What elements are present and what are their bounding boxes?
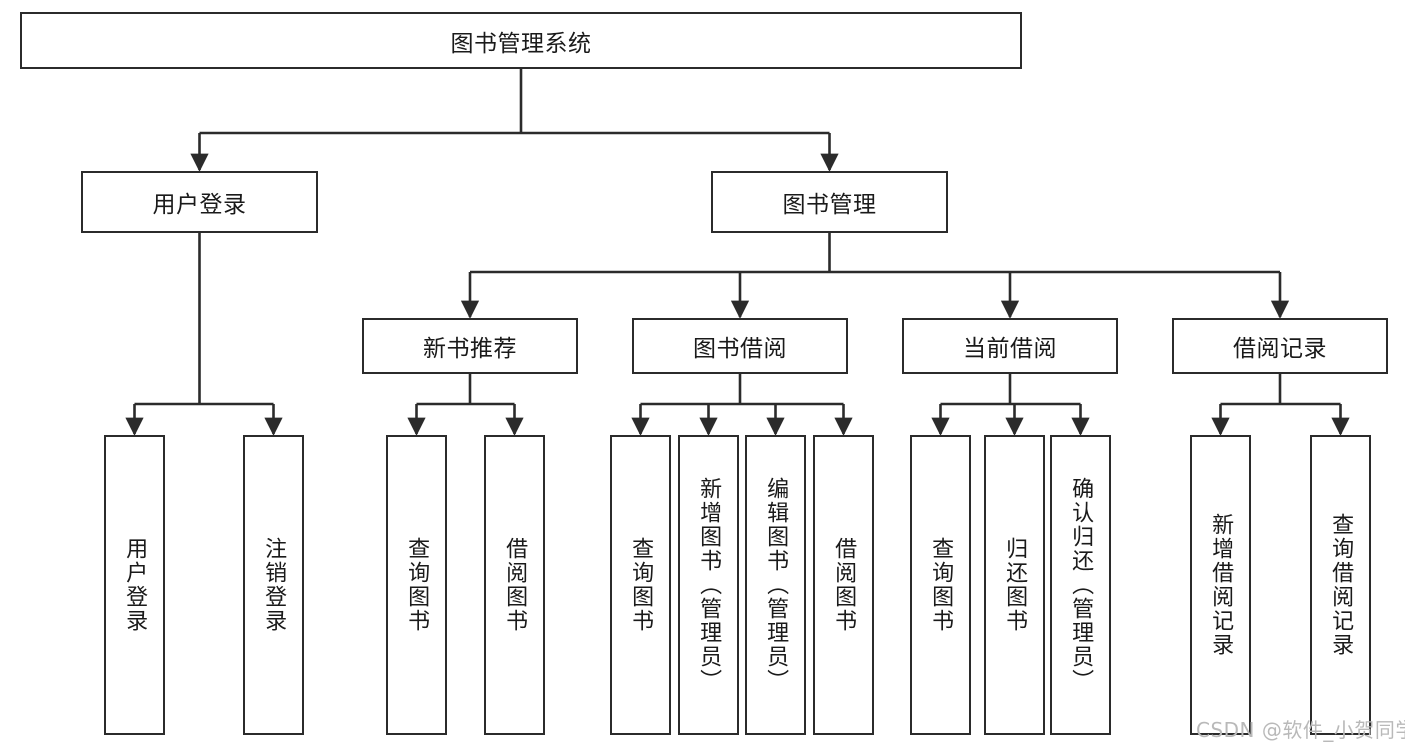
node-level3-0[interactable]: 新书推荐	[362, 318, 578, 374]
node-label: 查询图书	[404, 537, 430, 633]
node-leaf-6[interactable]: 编辑图书（管理员）	[745, 435, 806, 735]
node-label: 新书推荐	[423, 336, 517, 362]
node-label: 查询图书	[628, 537, 654, 633]
node-level3-3[interactable]: 借阅记录	[1172, 318, 1388, 374]
node-label: 用户登录	[122, 537, 148, 633]
node-label: 图书借阅	[693, 336, 787, 362]
node-label: 新增图书（管理员）	[696, 477, 722, 693]
node-label: 查询借阅记录	[1328, 513, 1354, 657]
node-label: 注销登录	[261, 537, 287, 633]
node-leaf-3[interactable]: 借阅图书	[484, 435, 545, 735]
node-level2-0[interactable]: 用户登录	[81, 171, 318, 233]
node-level3-1[interactable]: 图书借阅	[632, 318, 848, 374]
node-leaf-0[interactable]: 用户登录	[104, 435, 165, 735]
node-label: 归还图书	[1002, 537, 1028, 633]
csdn-watermark: CSDN @软件_小贺同学	[1196, 718, 1405, 742]
node-leaf-10[interactable]: 确认归还（管理员）	[1050, 435, 1111, 735]
node-label: 编辑图书（管理员）	[763, 477, 789, 693]
node-leaf-2[interactable]: 查询图书	[386, 435, 447, 735]
node-label: 用户登录	[152, 192, 247, 218]
node-label: 图书管理	[782, 192, 877, 218]
node-label: 新增借阅记录	[1208, 513, 1234, 657]
node-leaf-7[interactable]: 借阅图书	[813, 435, 874, 735]
node-label: 确认归还（管理员）	[1068, 477, 1094, 693]
node-label: 借阅记录	[1233, 336, 1327, 362]
node-leaf-1[interactable]: 注销登录	[243, 435, 304, 735]
node-label: 当前借阅	[963, 336, 1057, 362]
node-leaf-5[interactable]: 新增图书（管理员）	[678, 435, 739, 735]
node-leaf-9[interactable]: 归还图书	[984, 435, 1045, 735]
node-label: 查询图书	[928, 537, 954, 633]
node-level2-1[interactable]: 图书管理	[711, 171, 948, 233]
node-root[interactable]: 图书管理系统	[20, 12, 1022, 69]
node-leaf-11[interactable]: 新增借阅记录	[1190, 435, 1251, 735]
node-level3-2[interactable]: 当前借阅	[902, 318, 1118, 374]
node-label: 借阅图书	[831, 537, 857, 633]
node-leaf-8[interactable]: 查询图书	[910, 435, 971, 735]
node-label: 图书管理系统	[450, 30, 592, 57]
node-label: 借阅图书	[502, 537, 528, 633]
node-leaf-12[interactable]: 查询借阅记录	[1310, 435, 1371, 735]
node-leaf-4[interactable]: 查询图书	[610, 435, 671, 735]
